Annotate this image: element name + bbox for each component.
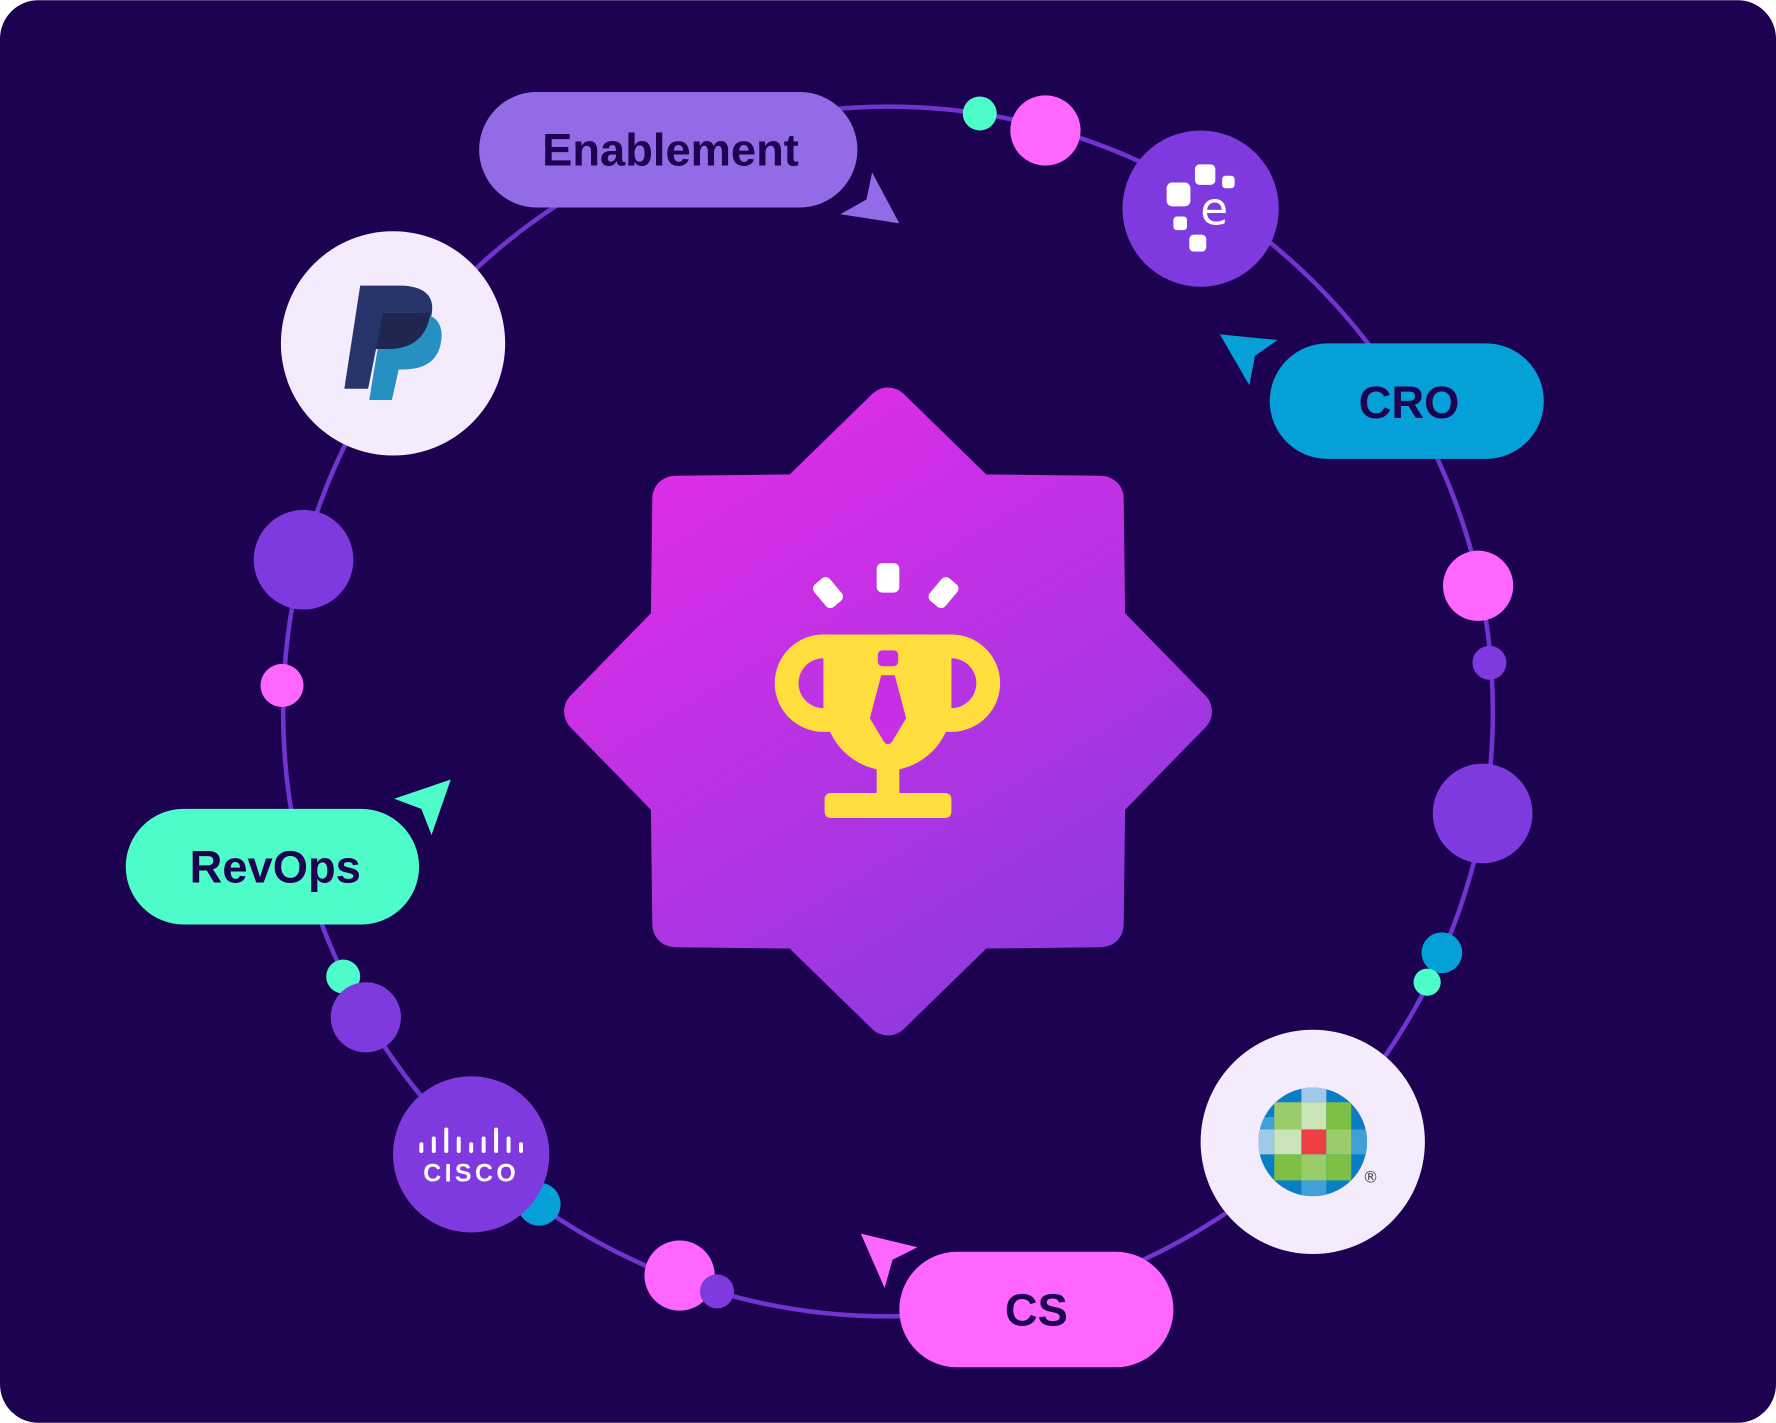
decorative-dots [253, 95, 1533, 1311]
label-revops: RevOps [190, 842, 361, 893]
label-cro: CRO [1359, 377, 1460, 428]
cisco-logo: CISCO [393, 1076, 550, 1233]
arrow-icon-revops [394, 779, 451, 835]
cisco-wordmark: CISCO [423, 1160, 519, 1188]
trophy-icon [774, 563, 1001, 818]
pill-cro: CRO [1269, 343, 1544, 459]
arrow-icon-cro [1219, 334, 1278, 386]
wolters-kluwer-logo: ® [1200, 1029, 1425, 1255]
registered-mark: ® [1363, 1168, 1379, 1187]
label-cs: CS [1005, 1284, 1068, 1335]
pill-enablement: Enablement [479, 91, 858, 208]
arrow-icon-enablement [840, 172, 900, 224]
pill-cs: CS [899, 1251, 1174, 1368]
arrow-icon-cs [860, 1233, 918, 1289]
everbridge-logo: e [1122, 130, 1279, 287]
label-enablement: Enablement [542, 125, 799, 176]
pill-revops: RevOps [125, 808, 420, 925]
cycle-ring [280, 104, 1496, 1319]
everbridge-e: e [1200, 182, 1228, 235]
paypal-logo [280, 231, 506, 456]
